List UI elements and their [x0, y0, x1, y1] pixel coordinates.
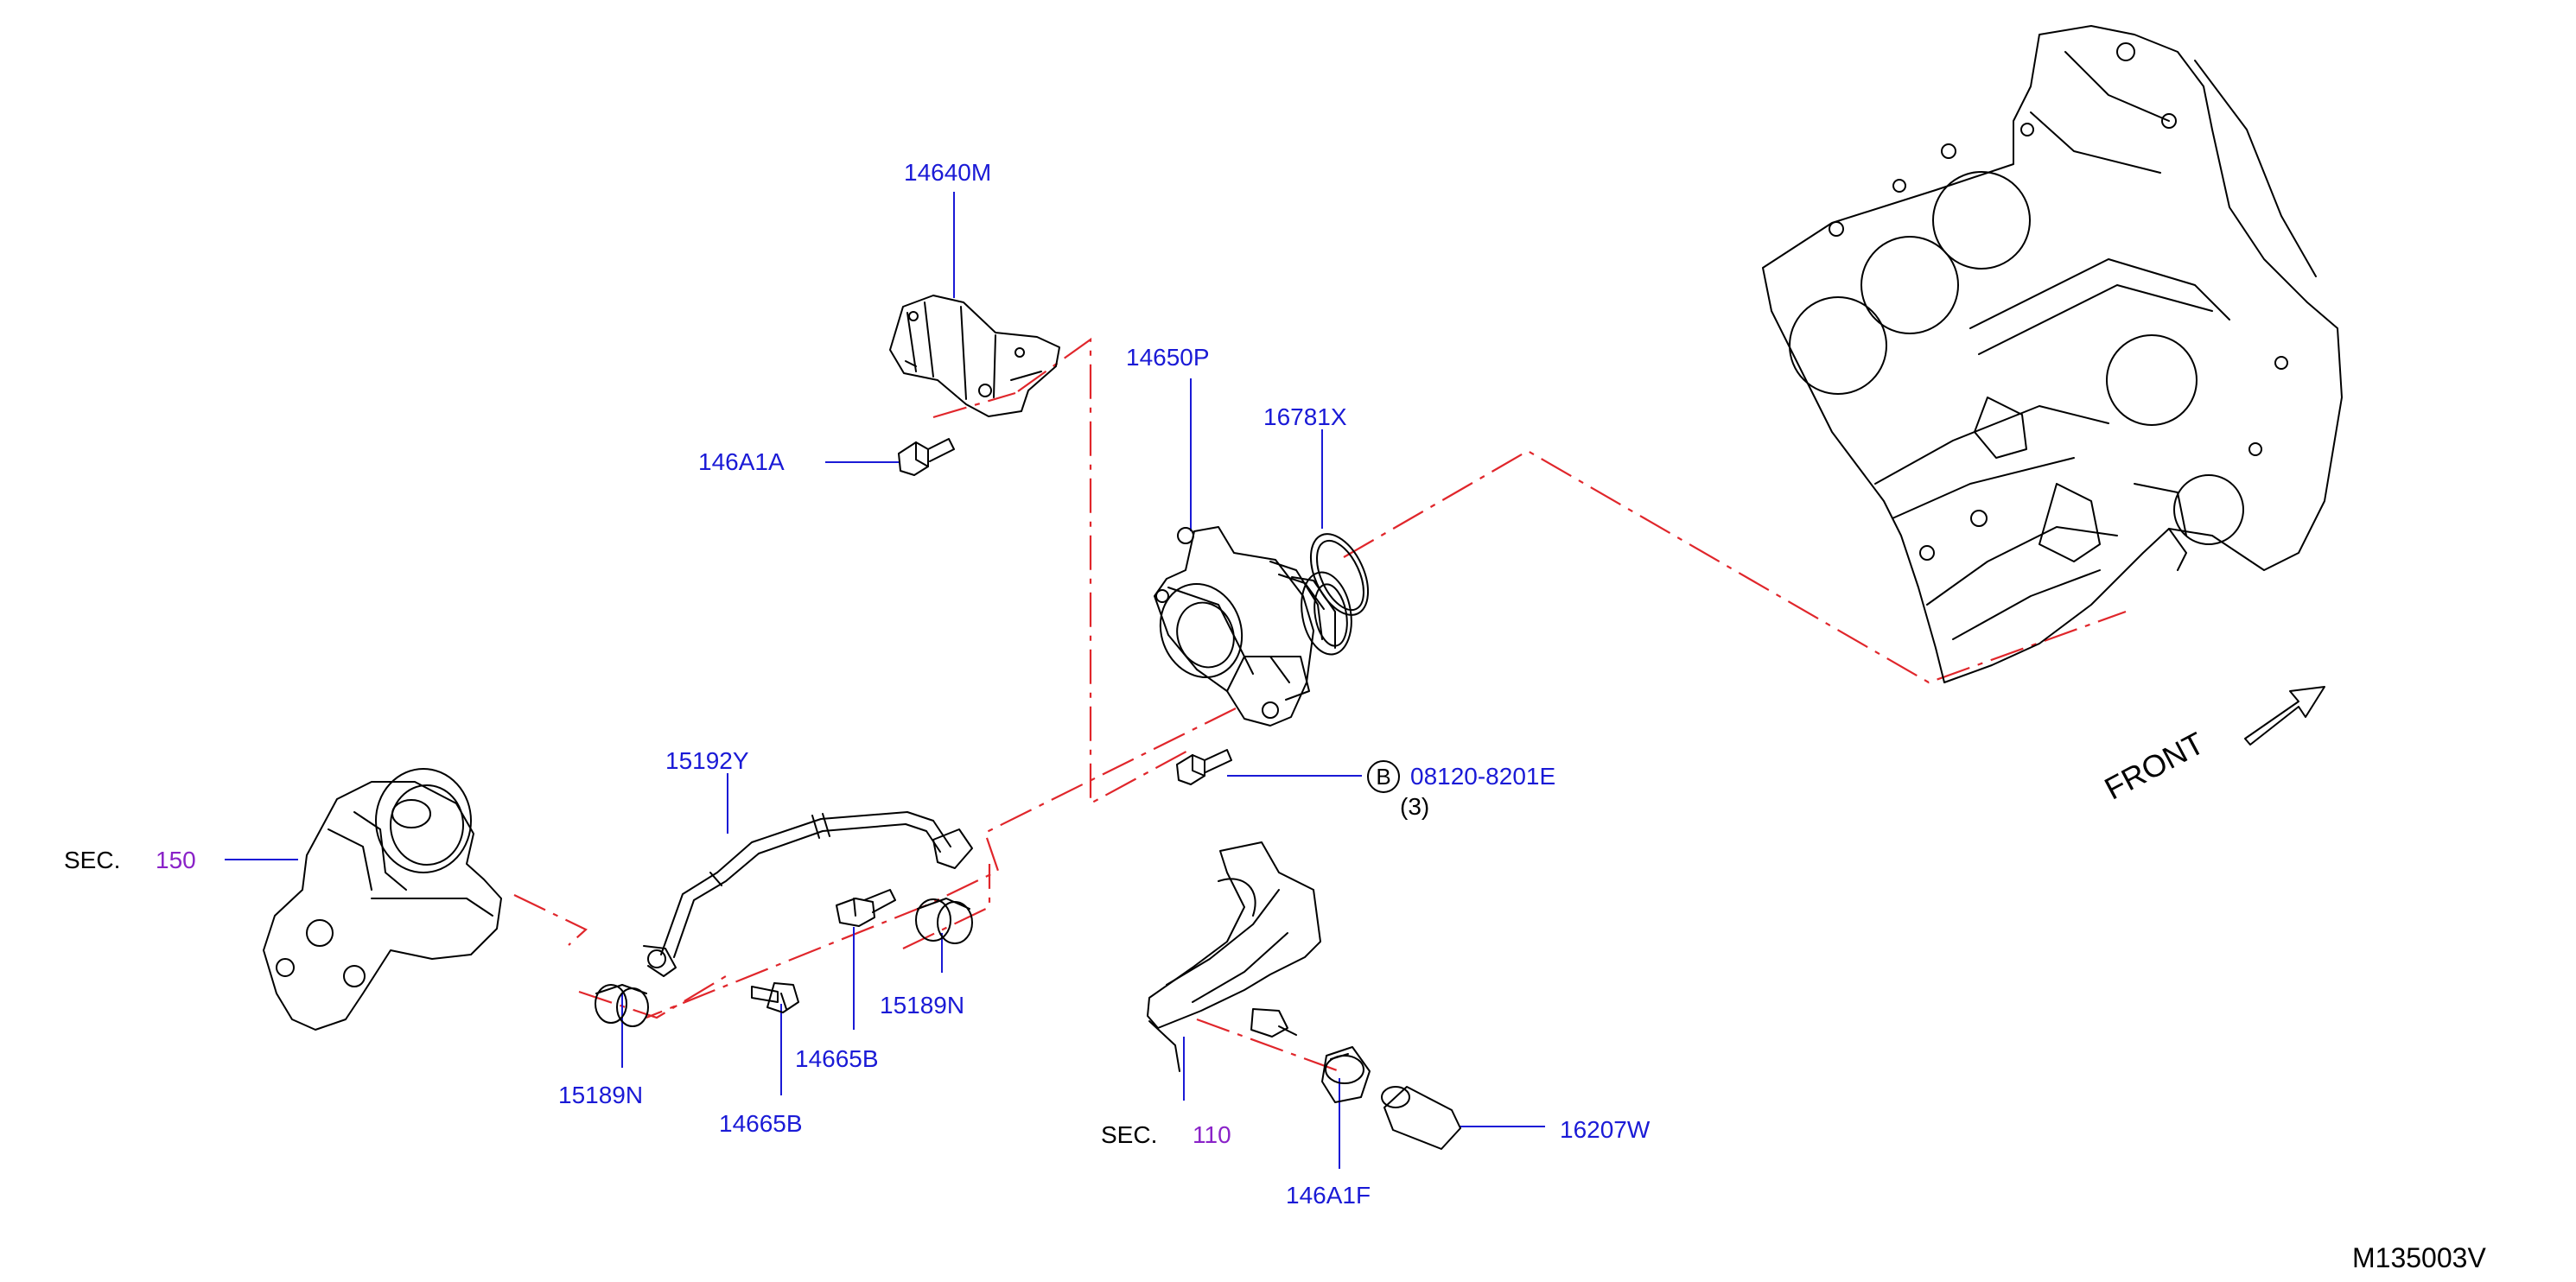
- part-label-16207W[interactable]: 16207W: [1560, 1116, 1651, 1143]
- front-arrow-icon: [2244, 686, 2325, 746]
- part-label-14650P[interactable]: 14650P: [1126, 344, 1210, 371]
- section-prefix-left: SEC.: [64, 847, 121, 873]
- filter-16207W-drawing: [1381, 1086, 1461, 1150]
- part-label-146A1F[interactable]: 146A1F: [1286, 1182, 1371, 1209]
- part-label-14665B-upper[interactable]: 14665B: [795, 1045, 879, 1072]
- connector-146A1F-drawing: [1321, 1046, 1371, 1103]
- clip-15189N-left-drawing: [595, 984, 649, 1027]
- housing-sec110-drawing: [1147, 841, 1321, 1072]
- assembly-sec150-drawing: [263, 768, 502, 1031]
- part-label-15189N-left[interactable]: 15189N: [558, 1082, 644, 1108]
- phantom-lines: [513, 337, 2127, 1073]
- part-label-15192Y[interactable]: 15192Y: [665, 747, 749, 774]
- part-label-14665B-lower[interactable]: 14665B: [719, 1110, 803, 1137]
- bracket-14640M-drawing: [889, 295, 1060, 417]
- section-prefix-bottom: SEC.: [1101, 1121, 1158, 1148]
- part-drawings: [263, 25, 2343, 1150]
- vacuum-hose-15192Y-drawing: [643, 811, 973, 977]
- quantity-label: (3): [1400, 793, 1430, 820]
- leader-lines: [225, 192, 1545, 1169]
- part-label-15189N-right[interactable]: 15189N: [880, 992, 965, 1019]
- vacuum-pump-14650P-drawing: [1154, 526, 1352, 727]
- o-ring-16781X-drawing: [1309, 533, 1370, 616]
- part-label-08120-8201E[interactable]: 08120-8201E: [1410, 763, 1556, 790]
- reference-circle-b: B: [1367, 760, 1400, 793]
- section-link-110[interactable]: 110: [1193, 1121, 1231, 1148]
- bolt-14665B-lower-drawing: [751, 982, 799, 1013]
- engine-block-drawing: [1762, 25, 2343, 683]
- bolt-146A1A-drawing: [898, 438, 955, 476]
- bolt-14665B-upper-drawing: [836, 889, 896, 927]
- drawing-id: M135003V: [2352, 1242, 2486, 1273]
- bolt-08120-drawing: [1176, 749, 1232, 785]
- part-label-146A1A[interactable]: 146A1A: [698, 448, 785, 475]
- part-label-16781X[interactable]: 16781X: [1263, 403, 1347, 430]
- clip-15189N-right-drawing: [915, 898, 973, 944]
- part-label-14640M[interactable]: 14640M: [904, 159, 992, 186]
- section-link-150[interactable]: 150: [156, 847, 196, 873]
